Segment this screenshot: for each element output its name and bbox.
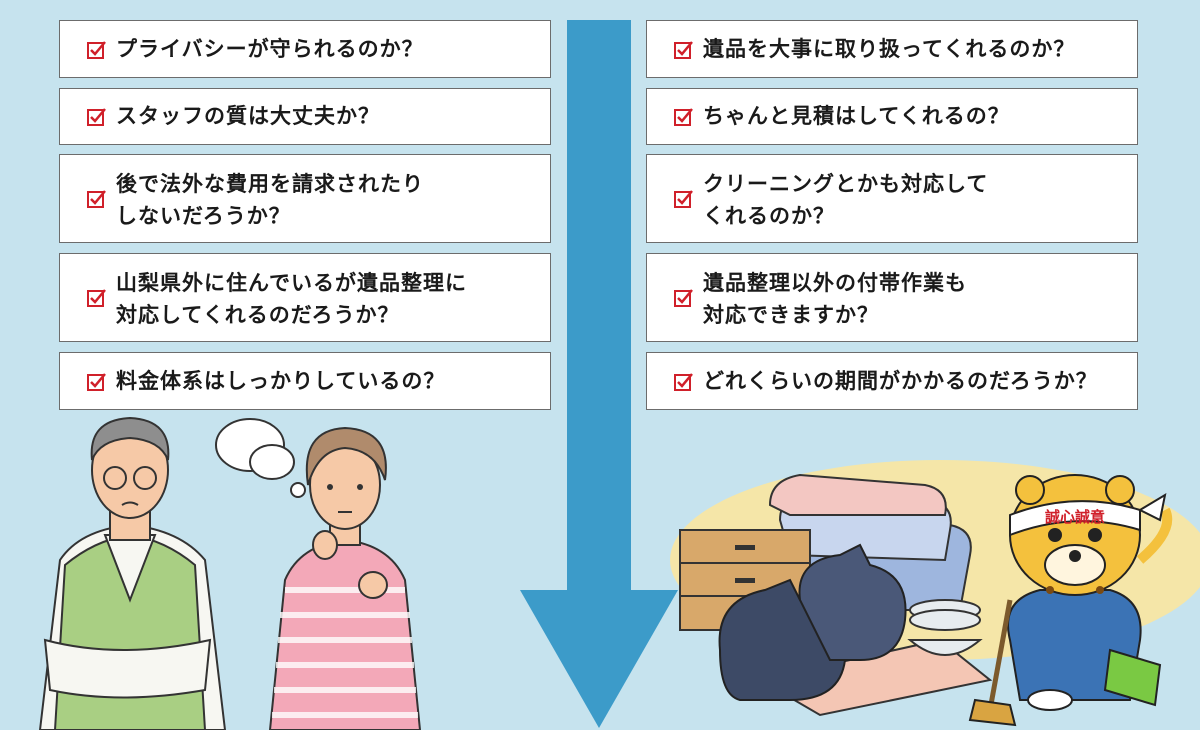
checkbox-checked-icon [674,190,693,208]
elderly-man-figure [38,416,227,730]
checkbox-checked-icon [87,373,106,391]
list-item: プライバシーが守られるのか？ [59,20,551,78]
question-text: スタッフの質は大丈夫か？ [116,104,380,128]
question-text: ちゃんと見積はしてくれるの？ [703,104,1010,128]
checkbox-checked-icon [87,108,106,126]
checkbox-checked-icon [674,373,693,391]
question-text: どれくらいの期間がかかるのだろうか？ [703,369,1098,393]
broom-icon [987,599,1013,711]
checkbox-checked-icon [87,190,106,208]
garbage-bag-icon [718,543,907,701]
dishes-icon [907,599,983,656]
question-text: 料金体系はしっかりしているの？ [116,369,446,393]
question-text: 遺品を大事に取り扱ってくれるのか？ [703,37,1076,61]
question-text: クリーニングとかも対応して くれるのか？ [703,172,989,228]
thought-bubble-icon [215,418,306,498]
question-text: 後で法外な費用を請求されたり しないだろうか？ [116,172,424,228]
list-item: 遺品整理以外の付帯作業も 対応できますか？ [646,253,1138,342]
list-item: スタッフの質は大丈夫か？ [59,88,551,145]
dustpan-icon [1103,648,1162,707]
list-item: 山梨県外に住んでいるが遺品整理に 対応してくれるのだろうか？ [59,253,551,342]
headband-text: 誠心誠意 [1045,508,1105,526]
list-item: 後で法外な費用を請求されたり しないだろうか？ [59,154,551,243]
list-item: どれくらいの期間がかかるのだろうか？ [646,352,1138,410]
checkbox-checked-icon [674,41,693,59]
headband-label: 誠心誠意 [1009,492,1167,537]
list-item: クリーニングとかも対応して くれるのか？ [646,154,1138,243]
question-text: 遺品整理以外の付帯作業も 対応できますか？ [703,271,967,327]
list-item: 料金体系はしっかりしているの？ [59,352,551,410]
question-text: プライバシーが守られるのか？ [116,37,424,61]
list-item: 遺品を大事に取り扱ってくれるのか？ [646,20,1138,78]
list-item: ちゃんと見積はしてくれるの？ [646,88,1138,145]
checkbox-checked-icon [87,289,106,307]
checkbox-checked-icon [674,108,693,126]
question-text: 山梨県外に住んでいるが遺品整理に 対応してくれるのだろうか？ [116,271,467,327]
checkbox-checked-icon [674,289,693,307]
elderly-woman-figure [268,426,422,730]
checkbox-checked-icon [87,41,106,59]
